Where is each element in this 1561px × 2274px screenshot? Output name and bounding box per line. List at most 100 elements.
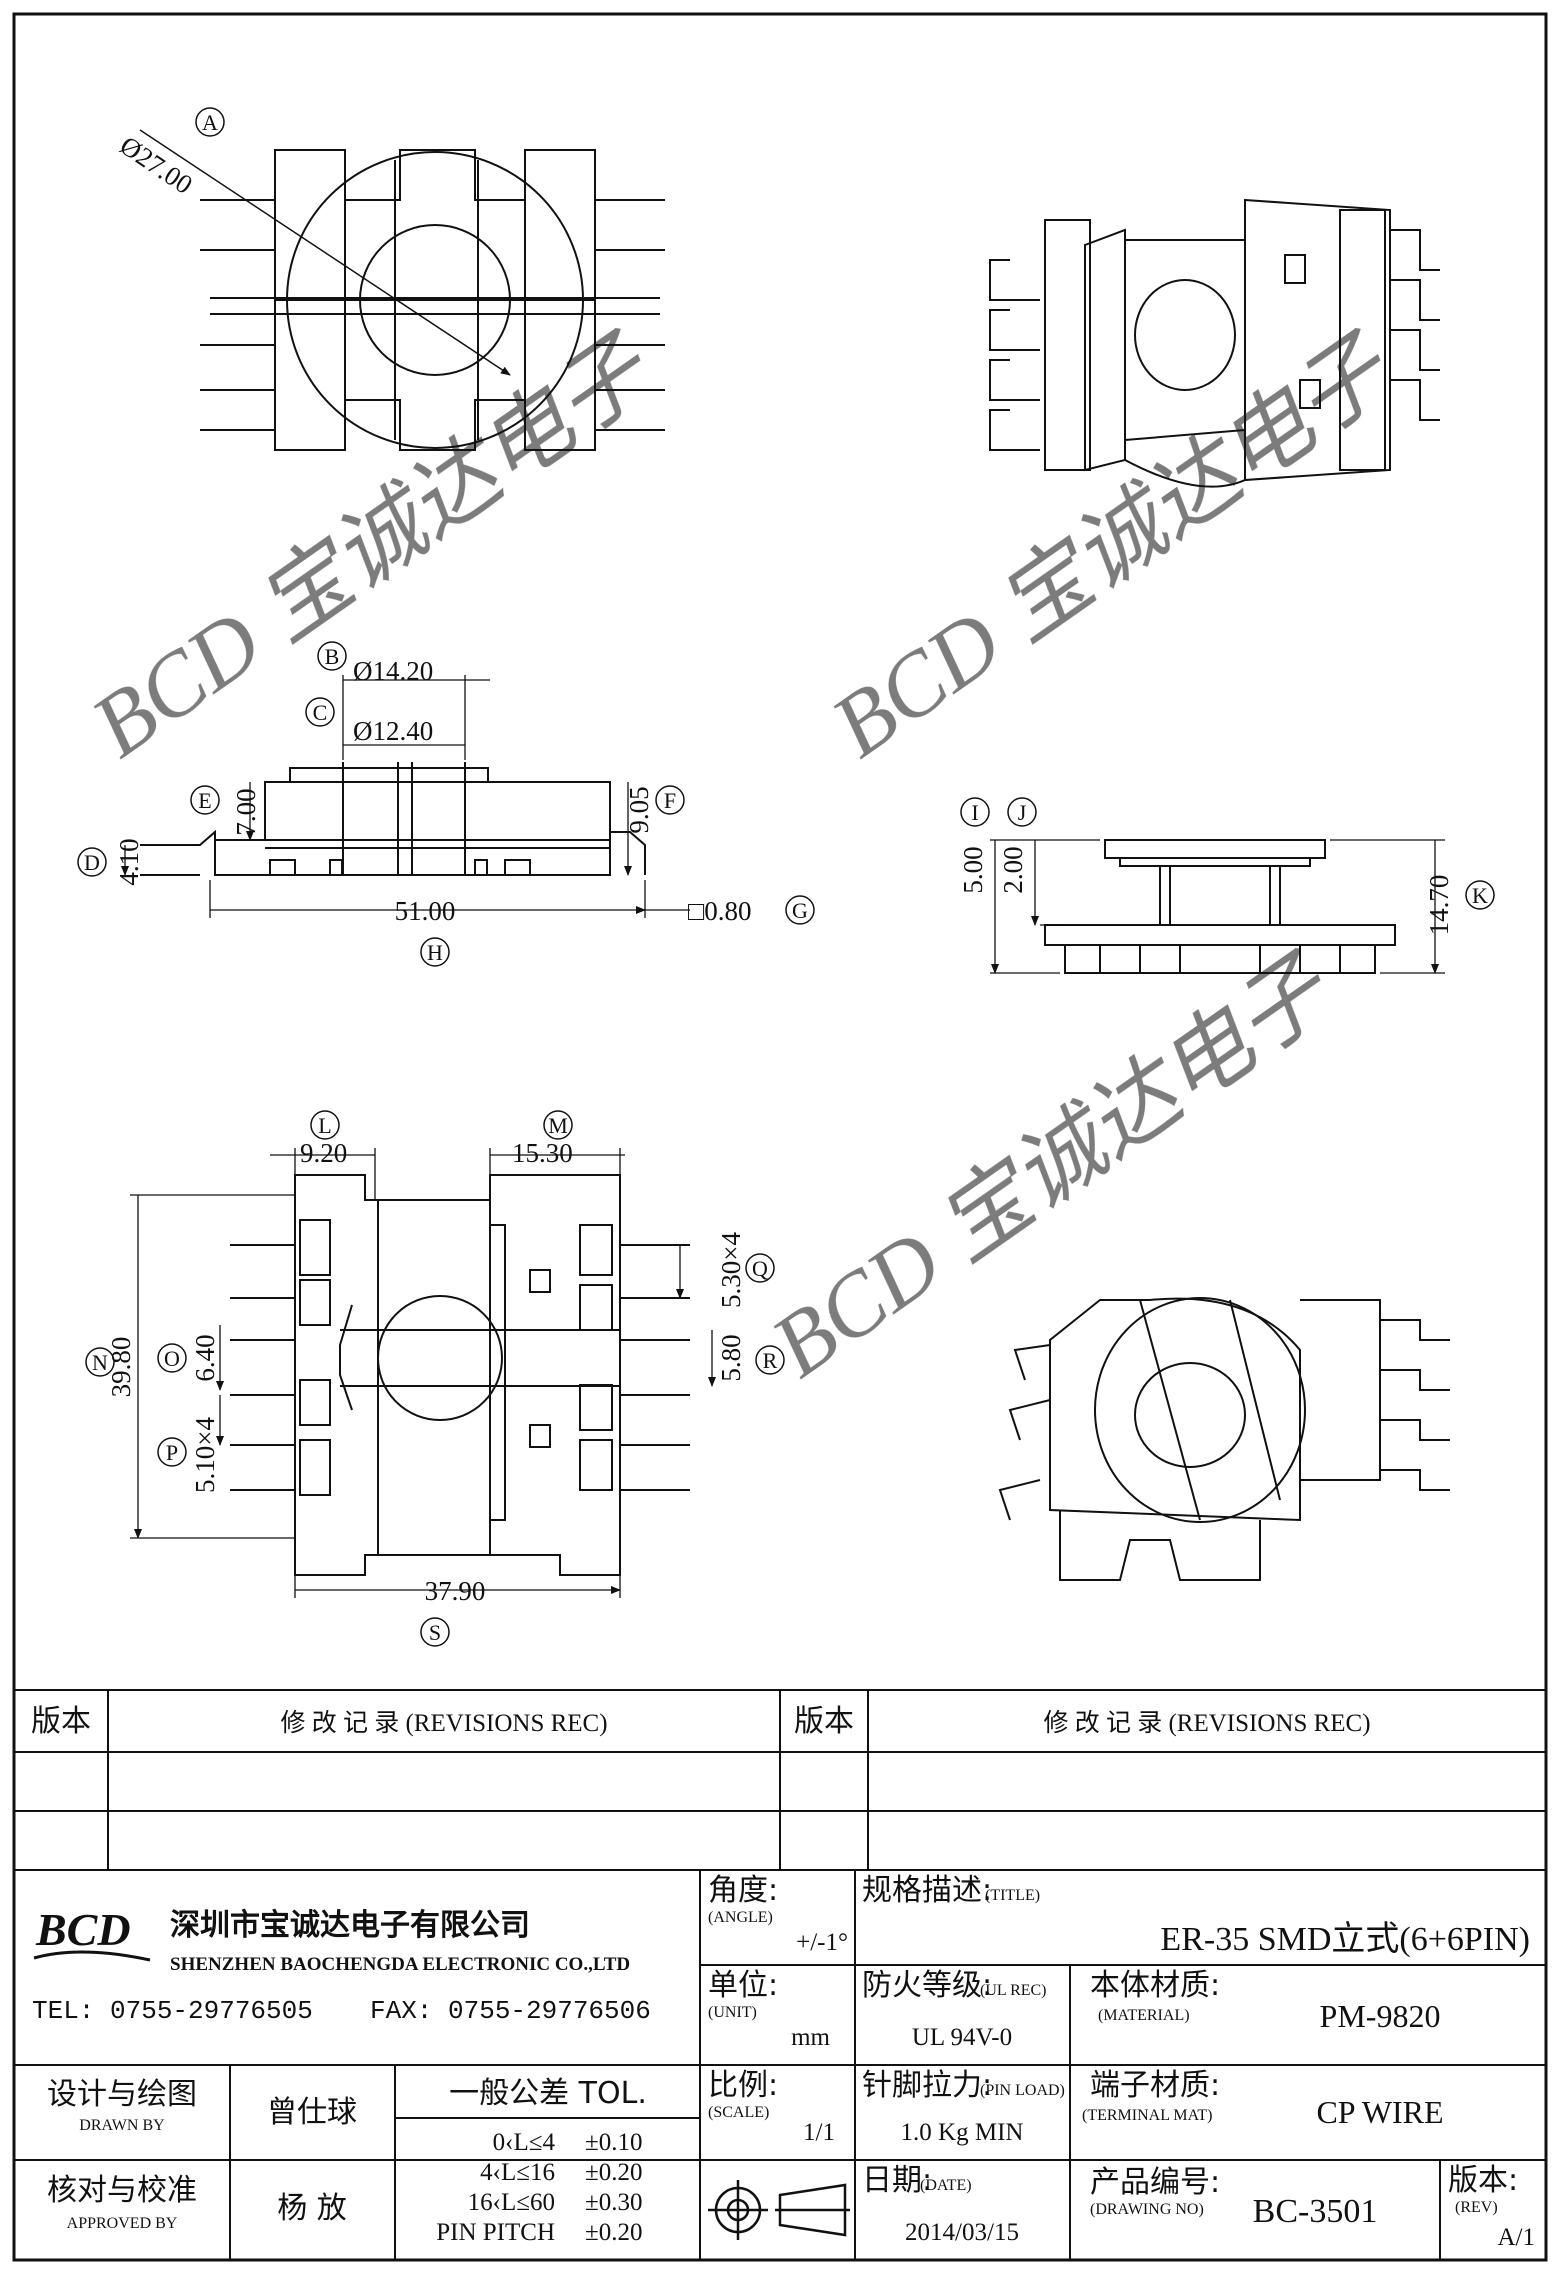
callout-b: B: [325, 644, 340, 669]
rev-label: 版本:: [1448, 2163, 1518, 2198]
dim-r-text: 5.80: [716, 1334, 746, 1381]
callout-d: D: [84, 850, 100, 875]
callout-p: P: [166, 1440, 178, 1465]
pinload-value: 1.0 Kg MIN: [901, 2119, 1024, 2146]
title-sub: (TITLE): [985, 1887, 1040, 1904]
rev-sub: (REV): [1455, 2199, 1498, 2216]
date-sub: (DATE): [920, 2177, 972, 2194]
drawing-no-value: BC-3501: [1253, 2193, 1378, 2230]
callout-g: G: [792, 898, 808, 923]
side-view: [1044, 839, 1396, 974]
callout-e: E: [198, 788, 211, 813]
scale-sub: (SCALE): [708, 2104, 769, 2121]
terminal-sub: (TERMINAL MAT): [1082, 2107, 1213, 2124]
callout-r: R: [763, 1348, 778, 1373]
material-label: 本体材质:: [1090, 1968, 1220, 2003]
drawing-no-label: 产品编号:: [1090, 2165, 1220, 2200]
tol-range-0: 0‹L≤4: [493, 2129, 556, 2156]
dim-s-text: 37.90: [425, 1576, 486, 1606]
callout-q: Q: [752, 1256, 768, 1281]
checker-label: 核对与校准: [47, 2173, 197, 2208]
unit-value: mm: [791, 2024, 830, 2051]
dim-d-text: 4.10: [114, 838, 144, 885]
callout-h: H: [427, 940, 443, 965]
iso-view-top: [989, 198, 1440, 488]
dim-j-text: 2.00: [998, 846, 1028, 893]
callout-j: J: [1018, 800, 1027, 825]
checker-name: 杨 放: [277, 2191, 347, 2226]
callout-k: K: [1472, 883, 1488, 908]
ul-value: UL 94V-0: [912, 2024, 1012, 2051]
dim-p-text: 5.10×4: [190, 1417, 220, 1493]
title-value: ER-35 SMD立式(6+6PIN): [1160, 1920, 1530, 1958]
dim-o-text: 6.40: [190, 1334, 220, 1381]
callout-c: C: [313, 700, 328, 725]
bottom-view: [230, 1174, 690, 1576]
company-fax: FAX: 0755-29776506: [370, 1996, 651, 2026]
dim-q-text: 5.30×4: [716, 1232, 746, 1308]
tol-value-3: ±0.20: [585, 2219, 642, 2246]
revision-table: [13, 1689, 1547, 1871]
tol-range-2: 16‹L≤60: [468, 2189, 555, 2216]
dim-g-text: □0.80: [688, 896, 752, 926]
ul-sub: (UL REC): [980, 1982, 1047, 1999]
dim-h-text: 51.00: [395, 896, 456, 926]
company-logo: BCD: [33, 1904, 151, 1962]
scale-value: 1/1: [803, 2119, 835, 2146]
callout-a-circle: [195, 107, 225, 137]
dim-n-text: 39.80: [106, 1337, 136, 1398]
unit-label: 单位:: [708, 1968, 778, 2003]
svg-text:BCD: BCD: [35, 1904, 131, 1955]
tol-value-0: ±0.10: [585, 2129, 642, 2156]
callout-s: S: [429, 1620, 441, 1645]
bottom-view-callouts: [85, 1110, 785, 1647]
front-view-callouts: [77, 641, 815, 967]
top-view: [139, 129, 665, 451]
date-label: 日期:: [862, 2163, 932, 2198]
company-name-en: SHENZHEN BAOCHENGDA ELECTRONIC CO.,LTD: [170, 1954, 630, 1975]
side-view-callouts: [960, 797, 1495, 910]
material-sub: (MATERIAL): [1098, 2007, 1190, 2024]
dim-l-text: 9.20: [300, 1138, 347, 1168]
callout-i: I: [971, 800, 978, 825]
rev-col-version-left: 版本: [31, 1704, 91, 1739]
designer-sub: DRAWN BY: [79, 2117, 165, 2134]
dim-i-text: 5.00: [958, 846, 988, 893]
pinload-label: 针脚拉力:: [862, 2068, 992, 2103]
angle-sub: (ANGLE): [708, 1909, 773, 1926]
tol-range-3: PIN PITCH: [436, 2219, 555, 2246]
rev-col-record-right: 修 改 记 录 (REVISIONS REC): [1043, 1709, 1370, 1737]
projection-symbol-icon: [708, 2180, 850, 2240]
dim-f-text: 9.05: [624, 786, 654, 833]
callout-o: O: [164, 1346, 180, 1371]
dim-c-text: Ø12.40: [353, 716, 433, 746]
title-label: 规格描述:: [862, 1873, 992, 1908]
company-tel: TEL: 0755-29776505: [32, 1996, 313, 2026]
scale-label: 比例:: [708, 2068, 778, 2103]
callout-l: L: [318, 1113, 331, 1138]
drawing-no-sub: (DRAWING NO): [1090, 2201, 1204, 2218]
company-name-cn: 深圳市宝诚达电子有限公司: [170, 1908, 530, 1943]
title-block-grid: [13, 1869, 1547, 2261]
watermark-text-3: BCD 宝诚达电子: [755, 938, 1351, 1397]
date-value: 2014/03/15: [905, 2219, 1019, 2246]
pinload-sub: (PIN LOAD): [980, 2082, 1065, 2099]
callout-n: N: [92, 1350, 108, 1375]
tol-range-1: 4‹L≤16: [480, 2159, 555, 2186]
watermark-text-2: BCD 宝诚达电子: [815, 318, 1411, 777]
dim-b-text: Ø14.20: [353, 656, 433, 686]
checker-sub: APPROVED BY: [67, 2215, 178, 2232]
angle-value: +/-1°: [796, 1929, 848, 1956]
tolerance-title: 一般公差 TOL.: [449, 2076, 647, 2111]
side-view-dimensions: [990, 839, 1445, 974]
ul-label: 防火等级:: [862, 1968, 992, 2003]
callout-f: F: [664, 788, 676, 813]
watermark-text-1: BCD 宝诚达电子: [75, 318, 671, 777]
angle-label: 角度:: [708, 1873, 778, 1908]
front-view: [140, 762, 646, 876]
material-value: PM-9820: [1320, 1998, 1441, 2034]
designer-name: 曾仕球: [267, 2095, 357, 2130]
rev-value: A/1: [1498, 2224, 1536, 2251]
bottom-view-dimensions: [130, 1148, 716, 1598]
